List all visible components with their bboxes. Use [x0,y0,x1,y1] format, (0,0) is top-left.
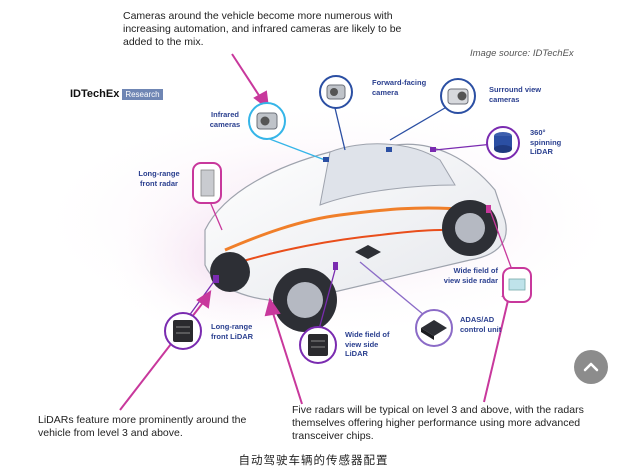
label-adas-unit: ADAS/AD control unit [460,315,502,334]
car-illustration [204,143,507,332]
figure-caption: 自动驾驶车辆的传感器配置 [238,455,389,467]
chevron-up-icon [583,362,599,372]
spinning-lidar-icon [486,126,520,160]
top-note: Cameras around the vehicle become more n… [123,10,402,48]
brand-badge: Research [122,88,163,100]
radar-note: Five radars will be typical on level 3 a… [292,404,584,442]
label-forward-camera: Forward-facing camera [372,78,427,97]
infrared-camera-icon [248,102,286,140]
long-range-radar-icon [192,162,222,204]
side-lidar-icon [299,326,337,364]
onboard-control-unit [355,245,381,259]
brand-name: IDTechEx [70,88,120,100]
forward-camera-icon [319,75,353,109]
adas-chip-icon [415,309,453,347]
label-surround-cameras: Surround view cameras [489,85,542,104]
label-side-lidar: Wide field of view side LiDAR [345,330,390,358]
label-long-range-lidar: Long-range front LiDAR [211,322,254,341]
label-side-radar: Wide field of view side radar [443,266,498,285]
lidar-note: LiDARs feature more prominently around t… [38,414,247,439]
brand-logo: IDTechEx Research [70,88,163,100]
label-infrared-cameras: Infrared cameras [209,110,241,129]
surround-camera-icon [440,78,476,114]
long-range-lidar-icon [164,312,202,350]
sensor-markers [213,147,491,283]
image-source: Image source: IDTechEx [470,48,574,59]
scroll-top-button[interactable] [574,350,608,384]
side-radar-icon [502,267,532,303]
front-left-wheel [210,252,250,292]
label-spinning-lidar: 360° spinning LiDAR [530,128,562,156]
label-long-range-radar: Long-range front radar [138,169,180,188]
